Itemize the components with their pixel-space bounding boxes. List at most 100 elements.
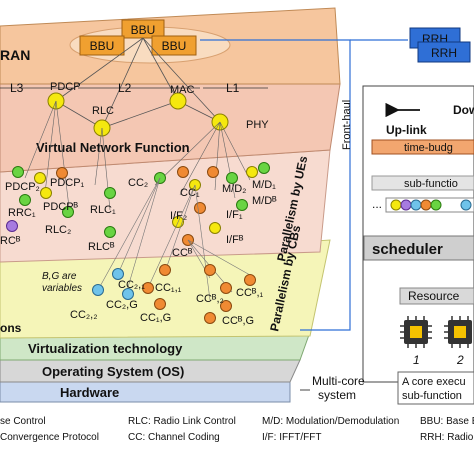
cc11-label: CC₁,₁ [155, 282, 182, 294]
ifb-label: I/Fᴮ [226, 234, 244, 246]
rrh-front-label: RRH [431, 46, 457, 60]
cb-node [204, 312, 216, 324]
ue-node [177, 166, 189, 178]
note-variables-2: variables [42, 283, 82, 294]
core-number-1: 1 [413, 353, 420, 367]
ue-node [236, 199, 248, 211]
scheduler-box [363, 235, 474, 261]
core-number-2: 2 [456, 353, 464, 367]
multicore-label-2: system [318, 388, 356, 402]
queue-ellipsis: ... [372, 197, 382, 211]
note-variables-1: B,G are [42, 271, 77, 282]
cb-node [220, 282, 232, 294]
ue-node [62, 206, 74, 218]
bbu-left-box: BBU [79, 35, 125, 56]
if1-label: I/F₁ [226, 209, 243, 221]
ue-node [12, 166, 24, 178]
phy-label: PHY [246, 119, 269, 131]
cb-node [220, 300, 232, 312]
cc22-label: CC₂,₂ [70, 309, 97, 321]
cc1g-label: CC₁,G [140, 312, 171, 324]
cb-node [92, 284, 104, 296]
multicore-label-1: Multi-core [312, 374, 365, 388]
time-budget-bar [371, 139, 474, 155]
ue-nodes [6, 162, 270, 246]
legend: se Control Convergence Protocol RLC: Rad… [0, 410, 474, 474]
cran-label: RAN [0, 47, 30, 63]
bbu-left-label: BBU [90, 39, 115, 53]
mdb-label: M/Dᴮ [252, 195, 277, 207]
cb-node [142, 282, 154, 294]
ue-node [209, 222, 221, 234]
ue-node [104, 187, 116, 199]
legend-rlc: RLC: Radio Link Control [128, 416, 236, 427]
ue-node [6, 220, 18, 232]
core-exec-label-2: sub-function [402, 390, 462, 402]
core-exec-label-1: A core execu [402, 376, 466, 388]
l3-label: L3 [10, 81, 24, 95]
resource-label: Resource [408, 289, 460, 303]
queue-item [460, 199, 472, 211]
md1-label: M/D₁ [252, 179, 276, 191]
ue-node [104, 226, 116, 238]
ccb-label: CCᴮ [172, 247, 193, 259]
ue-node [34, 172, 46, 184]
ue-node [258, 162, 270, 174]
pdcp2-label: PDCP₂ [5, 181, 40, 193]
rrh-front-box: RRH [417, 41, 471, 63]
vnf-label: Virtual Network Function [36, 140, 190, 155]
mac-node [169, 92, 187, 110]
cb-node [204, 264, 216, 276]
ue-node [194, 202, 206, 214]
time-budget-label: time-budg [404, 142, 453, 154]
pdcp1-label: PDCP₁ [50, 177, 85, 189]
cb-layer-label: ons [0, 321, 22, 335]
fronthaul-link [200, 39, 408, 331]
downlink-partial-label: Dow [453, 103, 474, 117]
ue-node [19, 194, 31, 206]
legend-if: I/F: IFFT/FFT [262, 432, 322, 443]
legend-bbu: BBU: Base B [420, 416, 474, 427]
bbu-right-label: BBU [162, 39, 187, 53]
legend-pdcp: Convergence Protocol [0, 432, 99, 443]
queue-item [400, 199, 412, 211]
cc2-label: CC₂ [128, 177, 148, 189]
cpu-core-icon [444, 316, 472, 348]
ue-fan-lines [24, 100, 251, 216]
ccb1-label: CCᴮ,₁ [236, 287, 264, 299]
hardware-layer [0, 381, 291, 403]
pdcp-label: PDCP [50, 81, 81, 93]
ccb2-label: CCᴮ,₂ [196, 293, 224, 305]
cb-node [159, 264, 171, 276]
mac-label: MAC [170, 84, 195, 96]
queue-item [430, 199, 442, 211]
cpu-core-icon [400, 316, 432, 348]
ccbg-label: CCᴮ,G [222, 315, 254, 327]
sub-function-bar [371, 175, 474, 191]
os-label: Operating System (OS) [42, 364, 184, 379]
if2-label: I/F₂ [170, 210, 187, 222]
cb-node [244, 274, 256, 286]
cb-node [122, 288, 134, 300]
bbu-right-box: BBU [151, 35, 197, 56]
rrc1-label: RRC₁ [8, 207, 36, 219]
rlc2-label: RLC₂ [45, 224, 71, 236]
ue-node [56, 167, 68, 179]
cb-node [154, 298, 166, 310]
bbu-top-label: BBU [131, 23, 156, 37]
hardware-label: Hardware [60, 385, 119, 400]
fronthaul-label: Front-haul [341, 100, 353, 150]
virtualization-label: Virtualization technology [28, 341, 183, 356]
legend-cc: CC: Channel Coding [128, 432, 220, 443]
queue-item [420, 199, 432, 211]
rlcb-label: RLCᴮ [88, 241, 115, 253]
bbu-top-box: BBU [121, 19, 165, 39]
l2-label: L2 [118, 81, 132, 95]
core-exec-box [397, 371, 474, 405]
cc2g-label: CC₂,G [106, 299, 138, 311]
cc21-label: CC₂,₁ [118, 279, 145, 291]
sub-function-label: sub-functio [404, 178, 458, 190]
ue-node [207, 166, 219, 178]
legend-control: se Control [0, 416, 46, 427]
